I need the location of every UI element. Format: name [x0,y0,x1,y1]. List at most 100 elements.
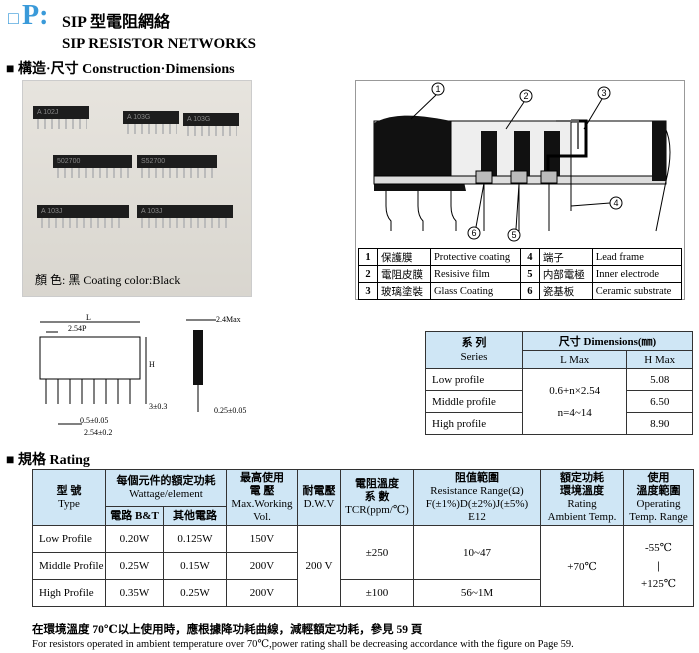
part-cn: 内部電極 [538,265,593,283]
range-header-en: Resistance Range(Ω) [430,484,524,497]
series-header: 系 列 Series [425,331,523,369]
range-cell: 56~1M [413,579,541,607]
chip-image: A 102J [33,106,89,119]
bt-cell: 0.35W [105,579,164,607]
chip-pins [141,168,213,178]
part-en: Glass Coating [429,282,521,300]
h-max-value: 5.08 [626,368,693,391]
part-num: 4 [519,248,540,266]
other-cell: 0.25W [163,579,227,607]
operating-cell: -55℃|+125℃ [623,525,694,607]
ambient-header-cn1: 額定功耗 [560,471,604,484]
type-cell: Low Profile [32,525,106,553]
type-cell: Middle Profile [32,552,106,580]
callout-number: 1 [435,84,440,94]
voltage-header-cn1: 最高使用 [240,471,284,484]
series-header-en: Series [460,351,488,363]
dim-lead-width: 0.5±0.05 [80,416,109,425]
ambient-cell: +70℃ [540,525,624,607]
n-range: n=4~14 [557,406,592,419]
table-row: High profile 8.90 [425,412,693,435]
callout-number: 6 [471,228,476,238]
series-header-cn: 系 列 [461,337,487,349]
chip-pins [141,218,229,228]
rating-heading: ■ 規格 Rating [6,453,90,468]
table-row: Low profile 0.6+n×2.54 n=4~14 5.08 [425,368,693,435]
dwv-cell: 200 V [297,525,341,607]
range-header-cn: 阻值範圍 [455,471,499,484]
range-cell: 10~47 [413,525,541,580]
type-cell: High Profile [32,579,106,607]
callout-number: 3 [601,88,606,98]
part-cn: 端子 [538,248,593,266]
product-photo: A 102J A 103G A 103G 502700 S52700 A 103… [22,80,252,297]
dim-thickness: 2.4Max [216,315,241,324]
l-max-header: L Max [521,350,628,369]
table-row: Low Profile 0.20W 0.125W 150V 200 V ±250… [32,525,694,607]
operating-header-cn1: 使用 [647,471,670,484]
l-max-value: 0.6+n×2.54 n=4~14 [521,368,628,435]
callout-number: 4 [613,198,618,208]
table-row: Middle Profile 0.25W 0.15W 200V [32,552,694,580]
type-header-en: Type [58,497,80,510]
dimension-svg [39,319,216,425]
part-num: 3 [358,282,378,300]
op-high: +125℃ [640,578,676,590]
table-row: High Profile 0.35W 0.25W 200V ±100 56~1M [32,579,694,607]
dim-pitch: 2.54P [68,324,87,333]
part-en: Ceramic substrate [591,282,683,300]
operating-header-en2: Temp. Range [629,510,688,523]
tcr-cell: ±100 [340,579,414,607]
parts-row: 3 玻璃塗裝 Glass Coating 6 瓷基板 Ceramic subst… [358,282,683,300]
part-num: 6 [519,282,540,300]
range-header-series: E12 [468,510,486,523]
chip-image: A 103J [37,205,129,218]
tcr-header-en: TCR(ppm/℃) [345,504,409,516]
tcr-header-cn1: 電阻溫度 [355,478,399,490]
dim-lead-length: 3±0.3 [149,402,168,411]
callout-number: 2 [523,91,528,101]
cross-section-drawing: 1 2 3 4 5 6 [373,82,671,242]
note-en: For resistors operated in ambient temper… [32,639,574,650]
operating-header-en1: Operating [636,497,681,510]
chip-pins [127,124,177,134]
bt-cell: 0.25W [105,552,164,580]
tcr-header-cn2: 系 數 [364,491,390,503]
chip-pins [187,126,237,136]
title-letter: P: [22,0,49,31]
chip-label: A 103J [41,208,63,215]
chip-image: A 103J [137,205,233,218]
dwv-header-cn: 耐電壓 [302,484,336,497]
series-name: Low profile [425,368,523,391]
construction-heading: ■ 構造·尺寸 Construction·Dimensions [6,62,235,77]
ambient-header-cn2: 環境溫度 [560,484,604,497]
chip-image: 502700 [53,155,132,168]
chip-label: 502700 [57,158,81,165]
part-cn: 瓷基板 [538,282,593,300]
series-name: Middle profile [425,390,523,413]
chip-image: A 103G [183,113,239,126]
dim-H: H [149,360,155,369]
other-header: 其他電路 [163,506,227,526]
type-header-cn: 型 號 [56,484,82,497]
callout-number: 5 [511,230,516,240]
tcr-cell: ±250 [340,525,414,580]
operating-header-cn2: 溫度範圍 [636,484,681,497]
part-cn: 玻璃塗裝 [377,282,431,300]
wattage-header-cn: 每個元件的額定功耗 [116,475,216,487]
page-title-en: SIP RESISTOR NETWORKS [62,36,256,52]
page-title-cn: SIP 型電阻網絡 [62,14,171,31]
l-formula: 0.6+n×2.54 [549,384,601,397]
other-cell: 0.125W [163,525,227,553]
chip-label: A 103G [127,114,151,121]
op-low: -55℃ [645,542,672,554]
